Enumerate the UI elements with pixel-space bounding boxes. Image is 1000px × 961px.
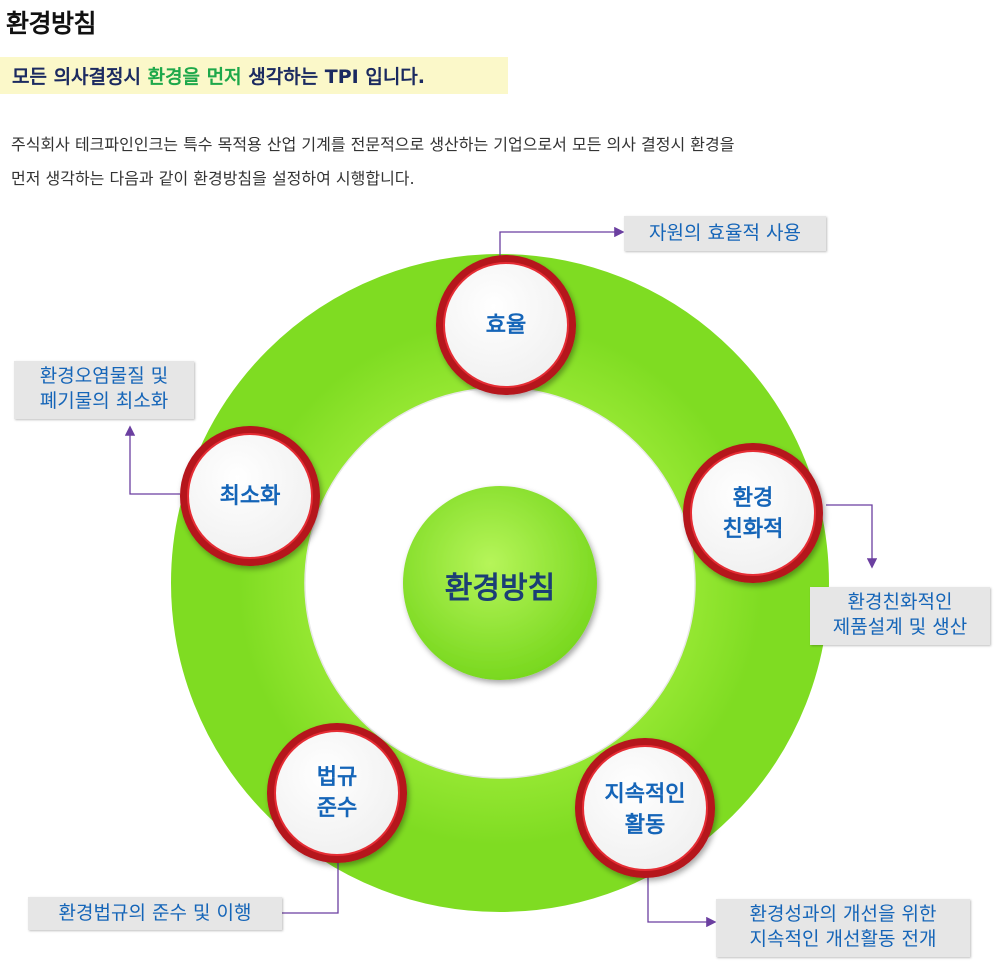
node-minimize-line-1: 최소화 <box>219 484 281 509</box>
node-sustained <box>575 738 715 878</box>
center-label: 환경방침 <box>444 571 556 606</box>
label-compliance-line-1: 환경법규의 준수 및 이행 <box>58 902 252 924</box>
node-sustained-line-2: 활동 <box>624 813 666 838</box>
label-sustained: 환경성과의 개선을 위한 지속적인 개선활동 전개 <box>716 899 970 957</box>
node-compliance-line-1: 법규 <box>316 765 358 790</box>
label-minimize-line-2: 폐기물의 최소화 <box>39 390 169 412</box>
label-eco-friendly-line-2: 제품설계 및 생산 <box>832 616 968 638</box>
banner-part3: 입니다. <box>358 66 426 88</box>
banner-slogan: 모든 의사결정시 환경을 먼저 생각하는 TPI 입니다. <box>12 62 425 89</box>
intro-text: 주식회사 테크파인인크는 특수 목적용 산업 기계를 전문적으로 생산하는 기업… <box>11 128 911 196</box>
node-efficiency <box>436 255 576 395</box>
label-sustained-line-1: 환경성과의 개선을 위한 <box>749 903 937 925</box>
label-minimize-line-1: 환경오염물질 및 <box>39 365 169 387</box>
banner-brand: TPI <box>324 66 359 88</box>
banner-part2: 생각하는 <box>241 66 325 88</box>
node-minimize <box>180 426 320 566</box>
connector-minimize <box>124 425 180 495</box>
node-eco-friendly-line-2: 친화적 <box>722 517 784 542</box>
node-compliance <box>267 723 407 863</box>
connector-compliance <box>282 860 339 914</box>
label-eco-friendly: 환경친화적인 제품설계 및 생산 <box>810 587 990 645</box>
node-eco-friendly <box>683 443 823 583</box>
intro-line-1: 주식회사 테크파인인크는 특수 목적용 산업 기계를 전문적으로 생산하는 기업… <box>11 135 735 154</box>
node-eco-friendly-line-1: 환경 <box>732 486 774 511</box>
node-sustained-line-1: 지속적인 <box>604 782 686 807</box>
node-compliance-text: 법규 준수 <box>267 762 407 824</box>
banner-highlight: 환경을 먼저 <box>147 66 242 88</box>
node-efficiency-text: 효율 <box>436 310 576 341</box>
node-efficiency-line-1: 효율 <box>485 313 527 338</box>
node-sustained-text: 지속적인 활동 <box>575 779 715 841</box>
label-sustained-line-2: 지속적인 개선활동 전개 <box>749 928 937 950</box>
banner-background <box>0 57 508 94</box>
label-compliance: 환경법규의 준수 및 이행 <box>28 897 282 930</box>
banner-part1: 모든 의사결정시 <box>12 66 148 88</box>
node-compliance-line-2: 준수 <box>316 796 358 821</box>
label-minimize: 환경오염물질 및 폐기물의 최소화 <box>14 361 194 419</box>
connector-sustained <box>647 860 717 928</box>
node-minimize-text: 최소화 <box>180 481 320 512</box>
connector-efficiency <box>499 226 625 257</box>
node-eco-friendly-text: 환경 친화적 <box>683 483 823 545</box>
label-efficiency: 자원의 효율적 사용 <box>624 216 826 251</box>
center-circle <box>403 486 597 680</box>
intro-line-2: 먼저 생각하는 다음과 같이 환경방침을 설정하여 시행합니다. <box>11 169 415 188</box>
page-title: 환경방침 <box>6 9 97 38</box>
label-eco-friendly-line-1: 환경친화적인 <box>847 591 953 613</box>
label-efficiency-line-1: 자원의 효율적 사용 <box>649 222 801 244</box>
connector-eco-friendly <box>826 504 878 569</box>
